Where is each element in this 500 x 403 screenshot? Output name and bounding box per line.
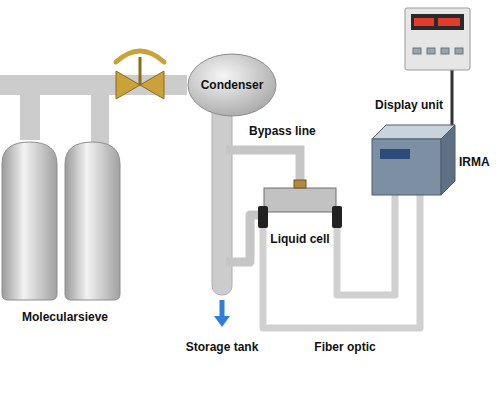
bypass-pipe bbox=[226, 215, 262, 262]
part-label: Bypass line bbox=[249, 124, 316, 138]
molecular-sieve-shape bbox=[0, 140, 125, 300]
fiber-connector bbox=[332, 206, 342, 228]
signal-cable bbox=[451, 70, 454, 125]
part-label: Fiber optic bbox=[314, 340, 375, 354]
display-button bbox=[413, 48, 421, 54]
device-panel bbox=[380, 149, 410, 159]
device-front bbox=[372, 139, 441, 195]
led-readout bbox=[414, 18, 434, 26]
cell-fitting bbox=[294, 180, 306, 188]
node-label: Condenser bbox=[201, 78, 264, 92]
condenser-vessel bbox=[188, 54, 276, 116]
condenser-node: Condenser bbox=[187, 53, 277, 117]
display-button bbox=[427, 48, 435, 54]
device-side bbox=[441, 125, 455, 195]
molecular-sieve: Molecularsieve bbox=[0, 140, 125, 300]
display-screen bbox=[411, 14, 464, 30]
fiber-optic-cable bbox=[263, 195, 420, 328]
display-button bbox=[455, 48, 463, 54]
node-label: Liquid cell bbox=[270, 232, 329, 246]
display-housing bbox=[405, 8, 470, 70]
bypass-pipe bbox=[226, 150, 300, 180]
cell-body bbox=[264, 188, 336, 212]
fiber-optic-cable bbox=[337, 195, 395, 295]
node-label: Molecularsieve bbox=[22, 310, 108, 324]
flow-arrow bbox=[220, 300, 225, 318]
sieve-cylinder bbox=[65, 142, 120, 300]
valve-body bbox=[116, 71, 140, 99]
valve-stem bbox=[139, 57, 142, 85]
liquid-cell: Liquid cell bbox=[258, 178, 342, 228]
valve-body bbox=[140, 71, 164, 99]
led-readout bbox=[438, 18, 460, 26]
fiber-connector bbox=[258, 206, 268, 228]
valve-handle bbox=[116, 51, 164, 62]
display-button bbox=[441, 48, 449, 54]
node-label: IRMA bbox=[459, 155, 490, 169]
irma-analyzer-shape bbox=[372, 125, 455, 195]
flow-arrow-head bbox=[214, 316, 230, 327]
irma-analyzer: IRMA bbox=[372, 125, 455, 195]
display-unit-shape bbox=[405, 8, 470, 70]
liquid-cell-shape bbox=[258, 178, 342, 228]
display-unit: Display unit bbox=[405, 8, 470, 70]
node-label: Display unit bbox=[375, 98, 443, 112]
sieve-cylinder bbox=[2, 142, 57, 300]
part-label: Storage tank bbox=[186, 340, 259, 354]
